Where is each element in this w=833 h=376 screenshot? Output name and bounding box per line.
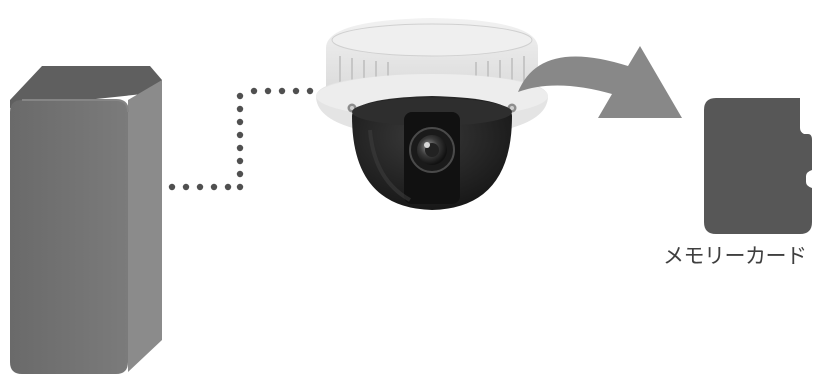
microsd-card-icon [704,98,812,234]
memory-card-label: メモリーカード [663,240,829,272]
recorder-device-icon [10,66,162,374]
dome-camera-icon [316,18,548,210]
connection-dotted-line [169,88,313,190]
